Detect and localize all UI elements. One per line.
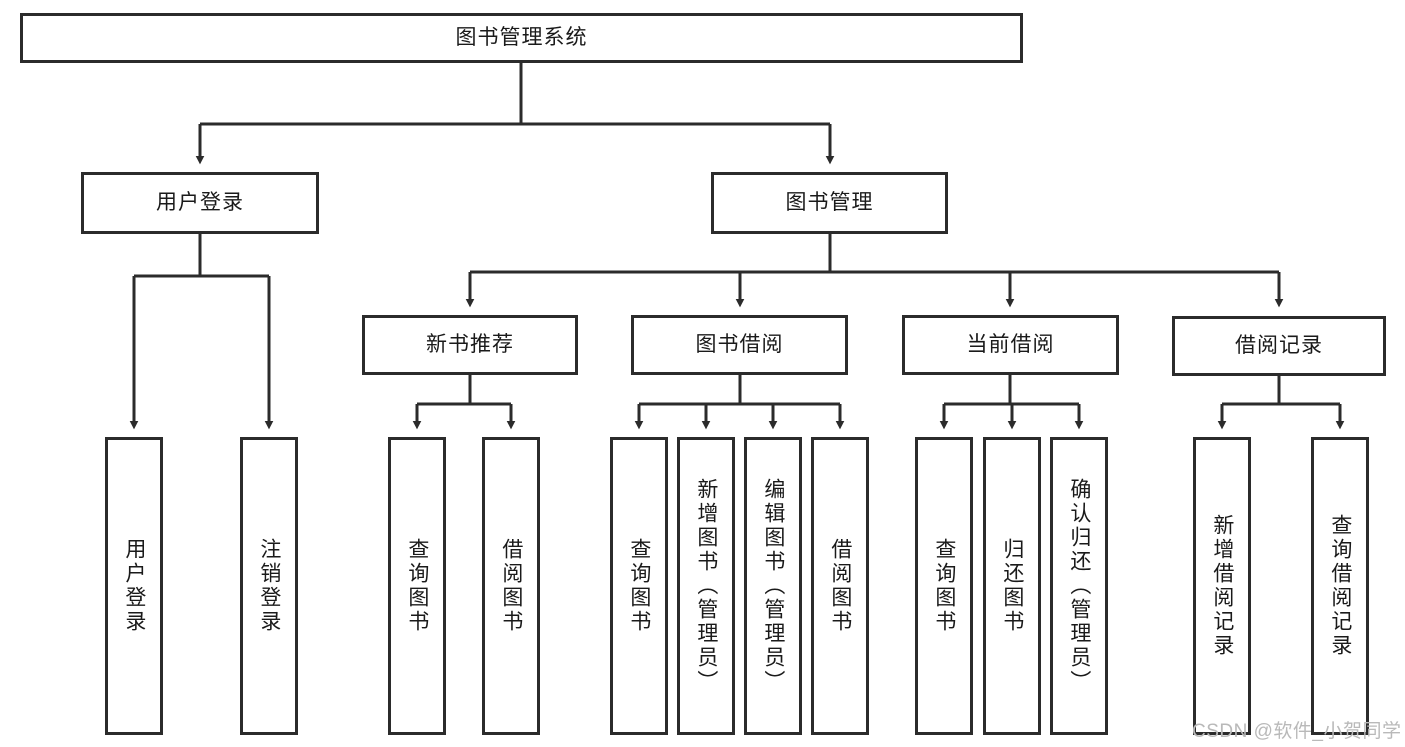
leaf-record-query-borrow-record[interactable]: 查询借阅记录 xyxy=(1311,437,1369,735)
leaf-current-query-book[interactable]: 查询图书 xyxy=(915,437,973,735)
csdn-watermark: CSDN @软件_小贺同学 xyxy=(1192,721,1402,742)
node-label: 图书管理系统 xyxy=(455,26,588,50)
node-label: 查询图书 xyxy=(627,538,651,634)
node-label: 借阅图书 xyxy=(499,538,523,634)
node-user-login[interactable]: 用户登录 xyxy=(81,172,319,234)
node-label: 查询图书 xyxy=(405,538,429,634)
node-root-book-management-system[interactable]: 图书管理系统 xyxy=(20,13,1023,63)
node-label: 图书管理 xyxy=(785,191,874,215)
leaf-borrow-borrow-book[interactable]: 借阅图书 xyxy=(811,437,869,735)
node-borrow-record[interactable]: 借阅记录 xyxy=(1172,316,1386,376)
node-book-borrow[interactable]: 图书借阅 xyxy=(631,315,848,375)
node-label: 图书借阅 xyxy=(695,333,784,357)
node-label: 新增图书（管理员） xyxy=(694,478,718,694)
node-label: 确认归还（管理员） xyxy=(1067,478,1091,694)
leaf-record-add-borrow-record[interactable]: 新增借阅记录 xyxy=(1193,437,1251,735)
node-label: 归还图书 xyxy=(1000,538,1024,634)
leaf-borrow-add-book-admin[interactable]: 新增图书（管理员） xyxy=(677,437,735,735)
node-label: 新书推荐 xyxy=(426,333,514,357)
leaf-recommend-query-book[interactable]: 查询图书 xyxy=(388,437,446,735)
node-label: 新增借阅记录 xyxy=(1210,514,1234,658)
node-label: 查询借阅记录 xyxy=(1328,514,1352,658)
node-label: 查询图书 xyxy=(932,538,956,634)
node-label: 借阅记录 xyxy=(1235,334,1323,358)
node-label: 用户登录 xyxy=(156,191,244,215)
leaf-borrow-query-book[interactable]: 查询图书 xyxy=(610,437,668,735)
leaf-current-return-book[interactable]: 归还图书 xyxy=(983,437,1041,735)
leaf-borrow-edit-book-admin[interactable]: 编辑图书（管理员） xyxy=(744,437,802,735)
node-book-management[interactable]: 图书管理 xyxy=(711,172,948,234)
leaf-current-confirm-return-admin[interactable]: 确认归还（管理员） xyxy=(1050,437,1108,735)
node-current-borrow[interactable]: 当前借阅 xyxy=(902,315,1119,375)
leaf-user-logout[interactable]: 注销登录 xyxy=(240,437,298,735)
leaf-user-login[interactable]: 用户登录 xyxy=(105,437,163,735)
node-label: 注销登录 xyxy=(257,538,281,634)
node-label: 当前借阅 xyxy=(966,333,1055,357)
node-new-book-recommend[interactable]: 新书推荐 xyxy=(362,315,578,375)
node-label: 用户登录 xyxy=(122,538,146,634)
node-label: 编辑图书（管理员） xyxy=(761,478,785,694)
node-label: 借阅图书 xyxy=(828,538,852,634)
leaf-recommend-borrow-book[interactable]: 借阅图书 xyxy=(482,437,540,735)
